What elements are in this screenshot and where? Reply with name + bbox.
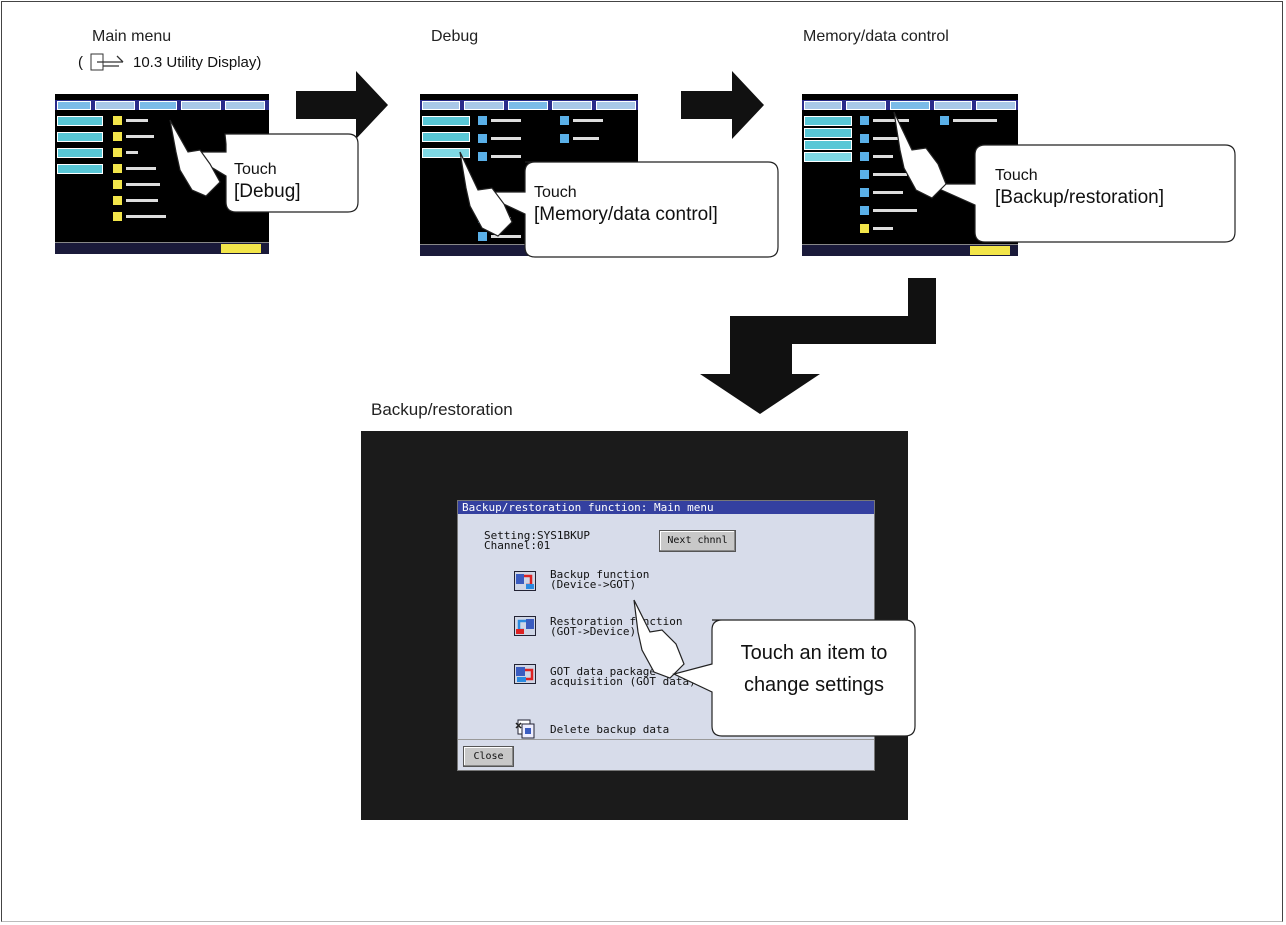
callout-4: Touch an item to change settings [721,637,907,701]
package-icon [514,664,536,684]
callout-1: Touch [Debug] [234,159,301,203]
got-data-package-line1: GOT data package [550,665,656,678]
step-title-main-menu: Main menu [92,28,172,45]
dialog-title: Backup/restoration function: Main menu [458,501,874,514]
arrow-right-2 [681,71,764,139]
hand-pointer-icon-2 [459,151,513,237]
delete-backup-data-label: Delete backup data [550,723,670,736]
callout-bubble-2 [477,161,779,258]
main-menu-screen-thumbnail [55,94,269,254]
backup-function-line2: (Device->GOT) [550,578,637,591]
step-title-backup-restoration: Backup/restoration [371,400,513,419]
delete-icon [515,719,535,739]
reference-link[interactable]: ( 10.3 Utility Display) [78,52,261,72]
restoration-function-line1: Restoration function [550,615,683,628]
step-title-debug: Debug [431,28,479,45]
reference-hand-icon [90,53,124,71]
restoration-function-line2: (GOT->Device) [550,625,637,638]
restoration-icon [514,616,536,636]
callout-3: Touch [Backup/restoration] [995,165,1164,209]
next-channel-button[interactable]: Next chnnl [659,530,736,552]
callout-4-line2: change settings [743,674,885,696]
callout-1-line2: [Debug] [234,181,301,202]
step-title-memory-data-control: Memory/data control [803,28,949,45]
setting-label: Setting:SYS1BKUP [484,529,590,542]
callout-1-line1: Touch [234,161,277,178]
channel-label: Channel:01 [484,539,551,552]
callout-4-line1: Touch an item to [740,642,888,664]
callout-2-line1: Touch [534,184,577,201]
callout-3-line2: [Backup/restoration] [995,187,1164,208]
callout-3-line1: Touch [995,167,1038,184]
backup-icon [514,571,536,591]
callout-bubble-4 [672,619,916,737]
callout-2-line2: [Memory/data control] [534,204,718,225]
hand-pointer-icon-1 [169,119,221,197]
dialog-footer-divider [458,739,874,740]
got-data-package-line2: acquisition (GOT data) [550,675,696,688]
callout-bubble-3 [927,144,1236,243]
reference-text: 10.3 Utility Display) [133,53,262,71]
arrow-down-bent [700,278,936,414]
hand-pointer-icon-3 [893,111,947,199]
callout-2: Touch [Memory/data control] [534,182,718,226]
ref-open-paren: ( [78,53,83,71]
arrow-right-1 [296,71,388,139]
close-button[interactable]: Close [463,746,514,767]
hand-pointer-icon-4 [633,599,685,679]
backup-function-line1: Backup function [550,568,650,581]
callout-bubble-1 [183,133,359,213]
